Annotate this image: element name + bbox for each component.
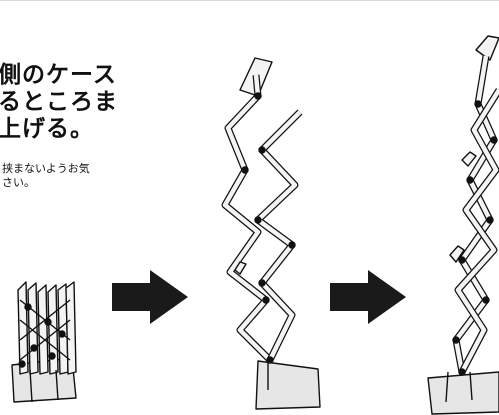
arrow-right-icon [330, 270, 406, 324]
instruction-heading: 側のケース るところま 上げる。 [0, 62, 118, 143]
note-line-2: さい。 [2, 176, 35, 189]
heading-line-1: 側のケース [0, 62, 117, 88]
fully-extended-stand-icon [427, 35, 499, 415]
arrow-right-icon [112, 270, 188, 324]
half-extended-stand-icon [221, 57, 321, 410]
caution-note: 挟まないようお気 さい。 [2, 162, 90, 190]
top-divider [0, 0, 499, 1]
note-line-1: 挟まないようお気 [2, 162, 90, 175]
folded-stand-icon [11, 281, 77, 403]
heading-line-3: 上げる。 [0, 116, 94, 142]
heading-line-2: るところま [0, 89, 118, 115]
